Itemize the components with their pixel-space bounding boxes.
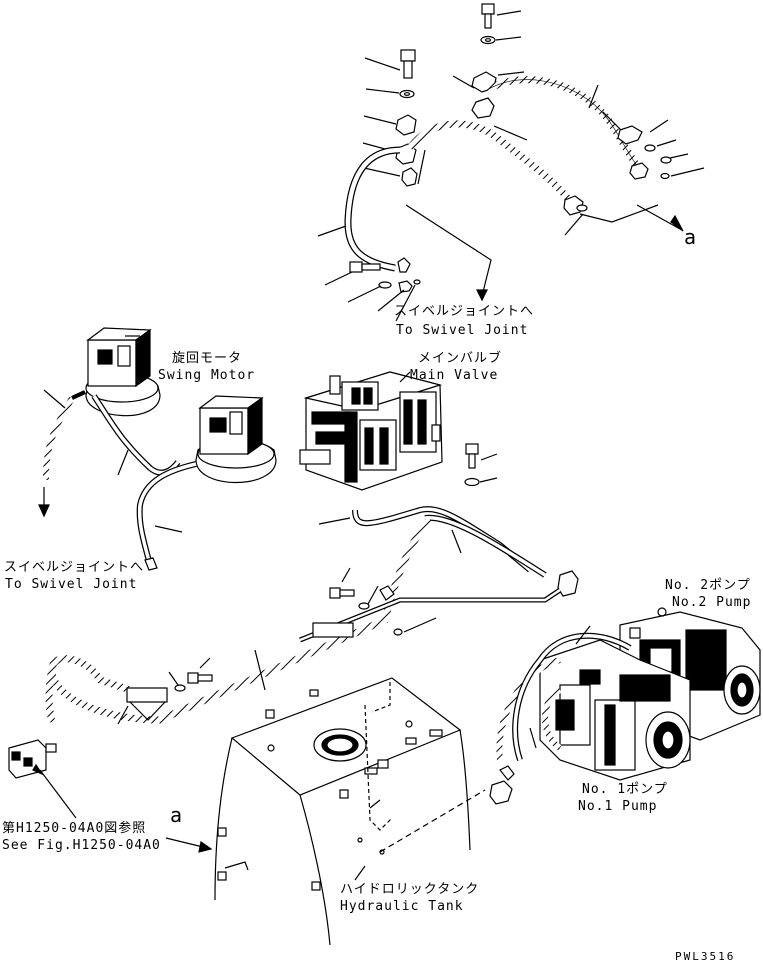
valve-bolt — [464, 443, 498, 487]
left-valve-block — [8, 739, 77, 819]
tank-bolt — [329, 567, 379, 610]
mid-bolt — [364, 49, 416, 79]
view-a-left: a — [170, 803, 184, 827]
main-valve — [299, 371, 443, 491]
swivel-top-jp: スイベルジョイントへ — [394, 304, 535, 319]
main-valve-jp: メインバルブ — [418, 351, 503, 366]
tank-en: Hydraulic Tank — [340, 899, 464, 914]
mid-clamp-1 — [363, 114, 417, 136]
pump1-en: No.1 Pump — [578, 799, 658, 814]
swivel-top-en: To Swivel Joint — [396, 323, 529, 338]
main-valve-en: Main Valve — [410, 368, 499, 383]
left-bolt — [168, 657, 213, 692]
top-washer-1 — [480, 35, 522, 45]
pump2-jp: No. 2ポンプ — [665, 578, 751, 593]
tank-jp: ハイドロリックタンク — [340, 882, 480, 897]
pump1-jp: No. 1ポンプ — [582, 782, 668, 797]
long-braided-hose — [48, 517, 433, 724]
mid-washer — [365, 88, 415, 99]
top-hose-middle — [407, 120, 576, 208]
swing-motor-1 — [85, 327, 161, 417]
mid-clamp-3 — [363, 167, 418, 187]
reference-en: See Fig.H1250-04A0 — [2, 838, 161, 853]
view-a-top: a — [684, 225, 698, 249]
top-bolt-1 — [481, 3, 522, 29]
pump2-en: No.2 Pump — [672, 595, 752, 610]
top-hose-right — [485, 76, 643, 173]
swivel-left-jp: スイベルジョイントへ — [4, 560, 145, 575]
swing-motor-en: Swing Motor — [158, 368, 256, 383]
drawing-code: PWL3516 — [675, 950, 736, 963]
swing-motor-jp: 旋回モータ — [172, 351, 243, 366]
reference-jp: 第H1250-04A0図参照 — [2, 821, 147, 836]
top-clamp-2 — [471, 97, 528, 141]
right-fitting-top — [602, 111, 669, 145]
center-fitting — [563, 195, 588, 216]
hydraulic-tank — [214, 677, 471, 946]
swivel-left-en: To Swivel Joint — [5, 577, 138, 592]
pump-assembly — [539, 607, 761, 781]
swing-motor-2 — [195, 395, 277, 484]
lower-bolt — [324, 261, 381, 286]
